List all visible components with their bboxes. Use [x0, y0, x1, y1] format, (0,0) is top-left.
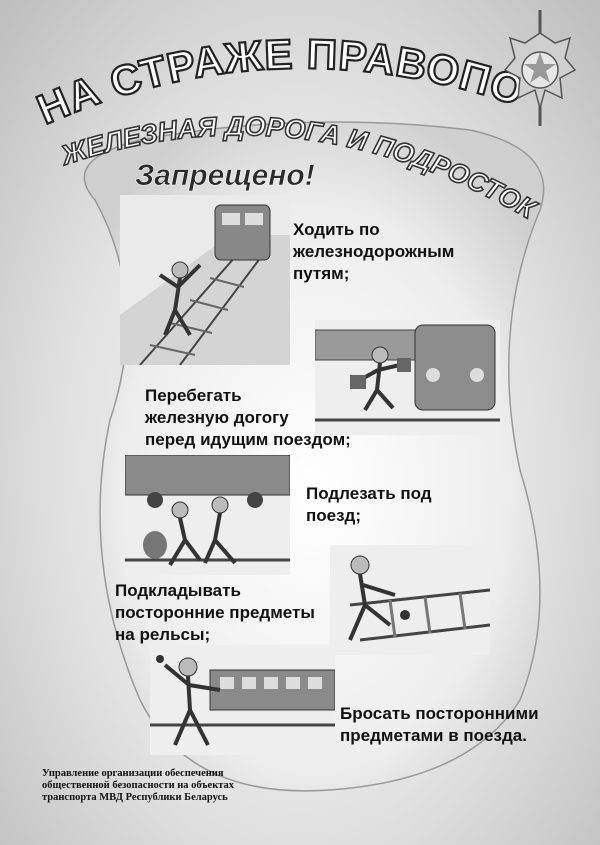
rule-objects-on-rails: Подкладывать посторонние предметы на рел… [115, 581, 315, 644]
illustration-crawling-under [125, 455, 290, 575]
police-emblem-icon [503, 10, 577, 126]
illustration-throwing-stones [150, 645, 335, 755]
footer-line-1: Управление организации обеспечения [42, 768, 224, 779]
rule-running-across: Перебегать железную догогу перед идущим … [145, 386, 351, 449]
rule-walking-on-tracks: Ходить по железнодорожным путям; [293, 220, 455, 283]
footer-organization: Управление организации обеспечения общес… [42, 768, 272, 804]
illustration-walking-on-tracks [120, 195, 290, 365]
prohibited-heading: Запрещено! [135, 159, 315, 192]
footer-line-2: общественной безопасности на объектах [42, 780, 235, 791]
illustration-running-across [315, 320, 500, 435]
rule-crawling-under: Подлезать под поезд; [306, 484, 432, 525]
illustration-objects-on-rails [330, 545, 490, 655]
rule-throwing-stones: Бросать посторонними предметами в поезда… [340, 704, 539, 745]
footer-line-3: транспорта МВД Республики Беларусь [42, 792, 228, 803]
